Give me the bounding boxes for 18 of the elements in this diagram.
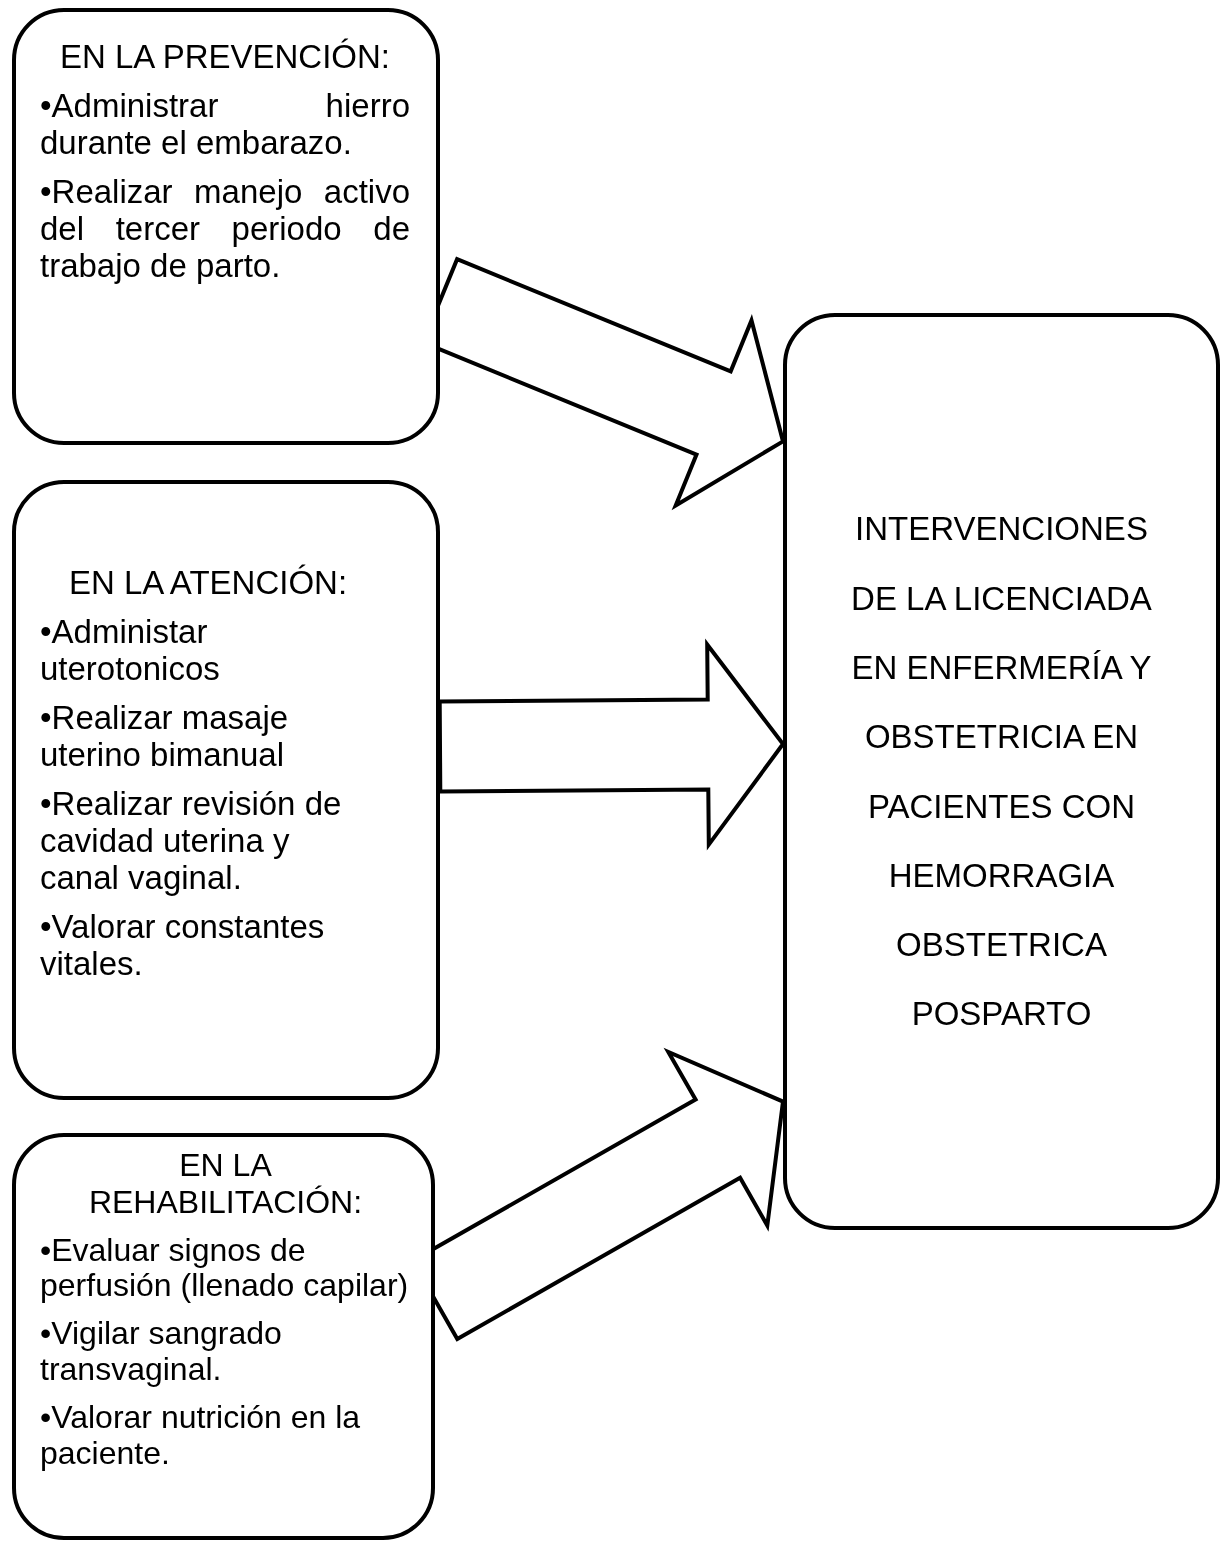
rounded-box [12, 1133, 435, 1540]
bullet-item: •Realizar revisión de cavidad uterina y canal vaginal. [40, 785, 343, 897]
box-title: INTERVENCIONES DE LA LICENCIADA EN ENFERMERÍA Y OBSTETRICIA EN PACIENTES CON HEMORRAGIA OBSTETRICA POSPARTO [850, 509, 1153, 1035]
bullet-item: •Administar uterotonicos [40, 613, 221, 688]
rounded-box [12, 480, 440, 1100]
bullet-item: •Realizar manejo activo del tercer periodo de trabajo de parto. [40, 173, 410, 285]
bullet-item: •Administrar hierro durante el embarazo. [40, 87, 410, 162]
bullet-item: •Realizar masaje uterino bimanual [40, 699, 290, 774]
bullet-item: •Evaluar signos de perfusión (llenado capilar) [40, 1232, 410, 1305]
rounded-box [12, 8, 440, 445]
block-arrow [437, 638, 786, 851]
bullet-item: •Valorar nutrición en la paciente. [40, 1399, 362, 1472]
bullet-item: •Valorar constantes vitales. [40, 908, 326, 983]
rounded-box [783, 313, 1220, 1230]
box-heading: EN LA REHABILITACIÓN: [87, 1147, 364, 1221]
bullet-item: •Vigilar sangrado transvaginal. [40, 1316, 283, 1388]
box-heading: EN LA ATENCIÓN: [67, 564, 349, 602]
box-heading: EN LA PREVENCIÓN: [58, 38, 392, 76]
